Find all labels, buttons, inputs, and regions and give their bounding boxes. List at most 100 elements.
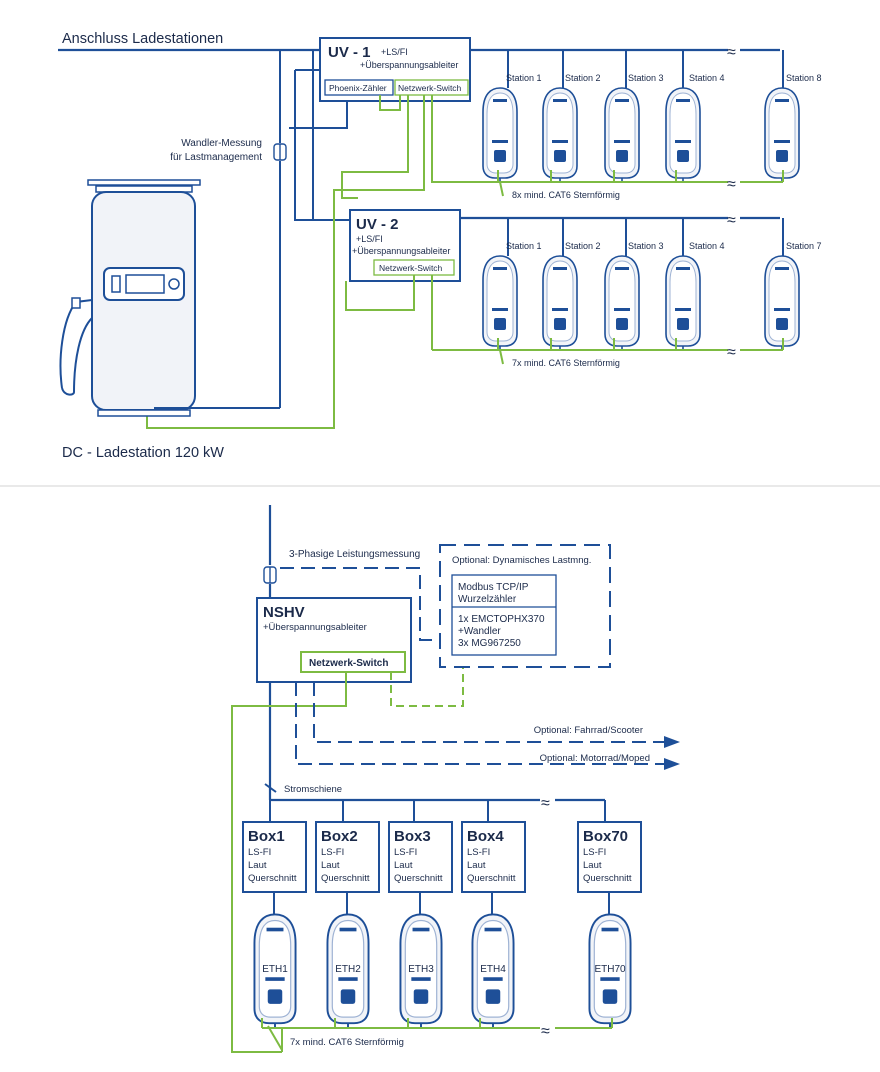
busbar-label: Stromschiene: [284, 784, 342, 795]
box-line: LS-FI: [583, 847, 606, 858]
nshv-network-uplink: [231, 672, 347, 1053]
uv2-station-label: Station 3: [628, 241, 664, 251]
uv2-line1: +LS/FI: [356, 234, 383, 244]
bottom-cable-label: 7x mind. CAT6 Sternförmig: [290, 1037, 404, 1048]
optional-moto-line: [295, 682, 664, 765]
charger-icon: [542, 255, 578, 350]
box-title: Box1: [248, 828, 285, 845]
box-line: Laut: [321, 860, 340, 871]
uv1-network-break: ≈: [727, 176, 736, 193]
phoenix-meter-label: Phoenix-Zähler: [329, 83, 387, 93]
phoenix-meter-box: [324, 79, 394, 96]
modbus-meter-box: [451, 574, 557, 656]
wandler-wiring: [279, 90, 348, 408]
box-line: Laut: [583, 860, 602, 871]
uv2-station-label: Station 7: [786, 241, 822, 251]
box-line: Querschnitt: [467, 873, 516, 884]
uv2-line2: +Überspannungsableiter: [352, 246, 450, 256]
eth-label: ETH3: [408, 964, 434, 975]
incoming-label: Anschluss Ladestationen: [62, 31, 223, 47]
optional-dlm-line4: +Wandler: [458, 626, 501, 637]
feeder-lines: [279, 50, 350, 221]
optional-dlm-line1: Modbus TCP/IP: [458, 582, 529, 593]
optional-dlm-line5: 3x MG967250: [458, 638, 521, 649]
eth-label: ETH1: [262, 964, 288, 975]
uv1-drops: [507, 50, 784, 88]
wandler-label-2: für Lastmanagement: [170, 152, 262, 163]
dc-charging-station-illustration: [59, 179, 201, 417]
box-line: LS-FI: [394, 847, 417, 858]
box-charger-feeds: [273, 892, 610, 914]
box-line: Querschnitt: [394, 873, 443, 884]
dc-feed-line: [154, 407, 280, 410]
bottom-network-bus: [261, 1018, 613, 1029]
uv2-station-label: Station 1: [506, 241, 542, 251]
optional-dlm-line2: Wurzelzähler: [458, 594, 517, 605]
box-line: LS-FI: [248, 847, 271, 858]
uv1-stations: Station 1 Station 2 Station 3 Station 4 …: [482, 73, 822, 182]
bottom-network-drop: [267, 1025, 283, 1052]
uv1-station-label: Station 4: [689, 73, 725, 83]
uv2-switch-wiring: [345, 275, 433, 350]
optional-moto-label: Optional: Motorrad/Moped: [540, 753, 650, 764]
dc-station-label: DC - Ladestation 120 kW: [62, 445, 224, 461]
charger-icon: [604, 255, 640, 350]
busbar-drops: [269, 800, 606, 822]
optional-dlm-line3: 1x EMCTOPHX370: [458, 614, 545, 625]
box4: [461, 821, 526, 893]
distribution-boxes: Box1 LS-FI Laut Querschnitt Box2 LS-FI L…: [242, 821, 642, 893]
busbar-break: ≈: [541, 795, 550, 812]
uv1-switch-wiring: [146, 95, 425, 429]
uv1-station-label: Station 3: [628, 73, 664, 83]
nshv-switch-box: [300, 651, 406, 673]
box3: [388, 821, 453, 893]
box2: [315, 821, 380, 893]
eth-label: ETH2: [335, 964, 361, 975]
box-line: LS-FI: [467, 847, 490, 858]
uv2-busbar-break: ≈: [727, 212, 736, 229]
charger-icon: [764, 87, 800, 182]
uv2-switch-label: Netzwerk-Switch: [379, 263, 443, 273]
wandler-label-1: Wandler-Messung: [181, 138, 262, 149]
current-transformer-icon: [273, 143, 287, 161]
box-title: Box4: [467, 828, 504, 845]
box-line: LS-FI: [321, 847, 344, 858]
bottom-diagram: 3-Phasige Leistungsmessung Optional: Dyn…: [231, 505, 680, 1053]
uv2-cable-pointer: [499, 349, 504, 365]
uv1-station-label: Station 2: [565, 73, 601, 83]
uv2-drops: [507, 218, 784, 256]
top-diagram: Anschluss Ladestationen ≈ ≈ UV - 1 +LS/F…: [58, 31, 822, 461]
uv1-switch-label: Netzwerk-Switch: [398, 83, 462, 93]
bottom-chargers: ETH1 ETH2 ETH3 ETH4 ETH70: [253, 913, 632, 1028]
uv2-cable-label: 7x mind. CAT6 Sternförmig: [512, 358, 620, 368]
uv2-station-label: Station 2: [565, 241, 601, 251]
box-line: Laut: [467, 860, 486, 871]
nshv-title: NSHV: [263, 604, 305, 621]
bottom-network-break: ≈: [541, 1023, 550, 1040]
busbar-tick: [264, 783, 277, 793]
charger-icon: [482, 255, 518, 350]
optional-bike-label: Optional: Fahrrad/Scooter: [534, 725, 643, 736]
uv1-title: UV - 1: [328, 44, 371, 61]
measurement-label: 3-Phasige Leistungsmessung: [289, 549, 420, 560]
uv1-cable-label: 8x mind. CAT6 Sternförmig: [512, 190, 620, 200]
uv2-station-label: Station 4: [689, 241, 725, 251]
uv1-cable-pointer: [499, 181, 504, 197]
eth-label: ETH70: [594, 964, 626, 975]
measurement-dash-line: [280, 567, 448, 641]
uv1-busbar-break: ≈: [727, 44, 736, 61]
current-transformer-icon: [263, 566, 277, 584]
uv1-line2: +Überspannungsableiter: [360, 60, 458, 70]
uv1-station-label: Station 1: [506, 73, 542, 83]
uv1-line1: +LS/FI: [381, 47, 408, 57]
box-title: Box2: [321, 828, 358, 845]
box70: [577, 821, 642, 893]
box-line: Querschnitt: [248, 873, 297, 884]
charger-icon: [665, 87, 701, 182]
uv1-network-bus: [431, 95, 784, 183]
nshv-switch-label: Netzwerk-Switch: [309, 658, 388, 669]
box-title: Box3: [394, 828, 431, 845]
uv1-station-label: Station 8: [786, 73, 822, 83]
arrow-right-icon: [664, 758, 680, 770]
